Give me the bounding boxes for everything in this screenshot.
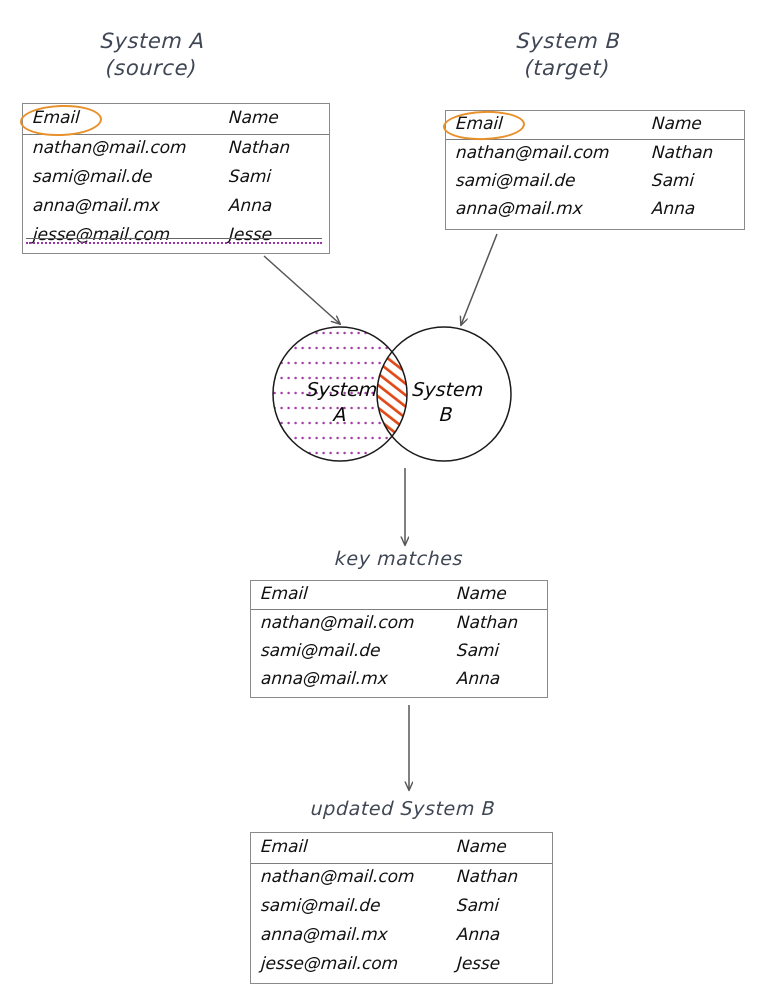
- cell-email: nathan@mail.com: [260, 613, 416, 633]
- venn-region-a-only: [273, 327, 407, 461]
- cell-name: Nathan: [456, 867, 519, 887]
- column-header-name: Name: [651, 114, 703, 134]
- cell-name: Nathan: [228, 138, 291, 158]
- column-header-name: Name: [456, 837, 508, 857]
- cell-name: Sami: [456, 896, 500, 916]
- cell-name: Nathan: [651, 143, 714, 163]
- cell-email: nathan@mail.com: [260, 867, 416, 887]
- label-updated-system-b: updated System B: [310, 798, 496, 820]
- column-header-email: Email: [455, 114, 504, 134]
- table-key-matches: Email Name nathan@mail.com Nathan sami@m…: [250, 580, 548, 698]
- cell-name: Sami: [456, 641, 500, 661]
- heading-system-a: System A (source): [100, 29, 206, 80]
- cell-email: anna@mail.mx: [455, 199, 584, 219]
- column-header-email: Email: [260, 837, 309, 857]
- table-row: anna@mail.mx Anna: [251, 922, 552, 951]
- cell-name: Nathan: [456, 613, 519, 633]
- table-updated-system-b: Email Name nathan@mail.com Nathan sami@m…: [250, 832, 553, 984]
- table-row: sami@mail.de Sami: [23, 164, 329, 193]
- cell-email: anna@mail.mx: [32, 196, 161, 216]
- venn-circle-system-a: [272, 326, 408, 462]
- cell-email: nathan@mail.com: [455, 143, 611, 163]
- table-row: sami@mail.de Sami: [251, 638, 547, 666]
- column-header-name: Name: [228, 108, 280, 128]
- cell-email: anna@mail.mx: [260, 925, 389, 945]
- cell-name: Anna: [456, 669, 501, 689]
- table-row: nathan@mail.com Nathan: [251, 610, 547, 638]
- cell-name: Anna: [456, 925, 501, 945]
- table-row: sami@mail.de Sami: [446, 168, 744, 196]
- column-header-email: Email: [260, 584, 309, 604]
- cell-name: Jesse: [456, 954, 501, 974]
- cell-email: jesse@mail.com: [260, 954, 399, 974]
- table-row: anna@mail.mx Anna: [446, 196, 744, 224]
- venn-diagram: [272, 326, 512, 462]
- table-row: nathan@mail.com Nathan: [446, 140, 744, 168]
- table-system-a: Email Name nathan@mail.com Nathan sami@m…: [22, 103, 330, 254]
- cell-name: Sami: [651, 171, 695, 191]
- arrow-table-a-to-venn: [263, 255, 340, 324]
- table-row: nathan@mail.com Nathan: [251, 864, 552, 893]
- table-row: jesse@mail.com Jesse: [251, 951, 552, 980]
- cell-name: Anna: [228, 196, 273, 216]
- arrow-table-b-to-venn: [461, 233, 498, 325]
- cell-name: Anna: [651, 199, 696, 219]
- column-header-name: Name: [456, 584, 508, 604]
- table-row: anna@mail.mx Anna: [251, 666, 547, 694]
- venn-circle-system-b: [376, 326, 512, 462]
- cell-email: nathan@mail.com: [32, 138, 188, 158]
- cell-email: sami@mail.de: [260, 641, 382, 661]
- table-row-highlighted: jesse@mail.com Jesse: [23, 222, 329, 251]
- cell-email: sami@mail.de: [455, 171, 577, 191]
- table-row-header: Email Name: [251, 833, 552, 864]
- table-system-b: Email Name nathan@mail.com Nathan sami@m…: [445, 110, 745, 230]
- cell-email: sami@mail.de: [260, 896, 382, 916]
- table-row-header: Email Name: [251, 581, 547, 610]
- column-header-email: Email: [32, 108, 81, 128]
- cell-name: Sami: [228, 167, 272, 187]
- label-key-matches: key matches: [334, 548, 464, 570]
- cell-email: anna@mail.mx: [260, 669, 389, 689]
- table-row-header: Email Name: [446, 111, 744, 140]
- row-underline-jesse: [26, 238, 322, 239]
- table-row-header: Email Name: [23, 104, 329, 135]
- table-row: sami@mail.de Sami: [251, 893, 552, 922]
- cell-email: sami@mail.de: [32, 167, 154, 187]
- dotted-emphasis-jesse-row: [26, 242, 322, 244]
- table-row: anna@mail.mx Anna: [23, 193, 329, 222]
- table-row: nathan@mail.com Nathan: [23, 135, 329, 164]
- heading-system-b: System B (target): [515, 29, 622, 80]
